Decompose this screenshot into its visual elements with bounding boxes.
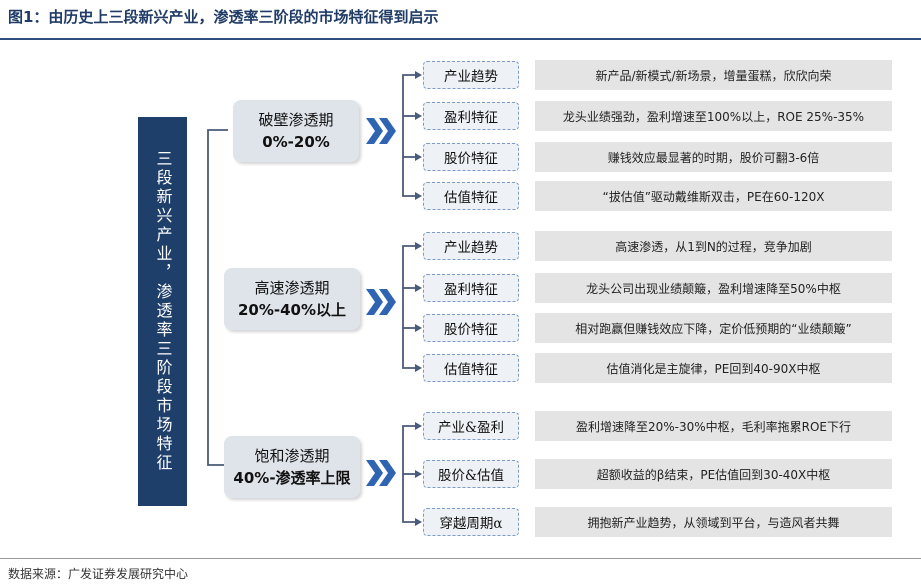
- phase-1-name: 破壁渗透期: [258, 111, 334, 129]
- phase-3-desc-3: 拥抱新产业趋势，从领域到平台，与造风者共舞: [535, 507, 892, 537]
- figure-title: 图1：由历史上三段新兴产业，渗透率三阶段的市场特征得到启示: [8, 8, 439, 26]
- phase-2-desc-4: 估值消化是主旋律，PE回到40-90X中枢: [535, 353, 892, 383]
- phase-1-label-2: 盈利特征: [423, 102, 519, 130]
- arrow-head: [415, 518, 422, 526]
- phase-3-box: 饱和渗透期 40%-渗透率上限: [224, 436, 360, 498]
- arrow-head: [415, 112, 422, 120]
- phase-3-desc-2: 超额收益的β结束，PE估值回到30-40X中枢: [535, 459, 892, 489]
- arrow-head: [415, 470, 422, 478]
- phase-2-name: 高速渗透期: [254, 279, 330, 297]
- arrow-head: [415, 242, 422, 250]
- phase-1-range: 0%-20%: [262, 133, 330, 151]
- phase-2-desc-1: 高速渗透，从1到N的过程，竞争加剧: [535, 231, 892, 261]
- source-rule: [0, 558, 921, 559]
- phase-3-name: 饱和渗透期: [254, 447, 330, 465]
- title-rule: [0, 38, 921, 40]
- phase1-bracket: [402, 74, 415, 197]
- phase-2-label-2: 盈利特征: [423, 274, 519, 302]
- chevron-right-icon: [366, 289, 396, 315]
- chevron-right-icon: [366, 460, 396, 486]
- phase-2-label-1: 产业趋势: [423, 232, 519, 260]
- phase-3-range: 40%-渗透率上限: [233, 469, 351, 487]
- phase-2-label-3: 股价特征: [423, 314, 519, 342]
- phase-1-desc-1: 新产品/新模式/新场景，增量蛋糕，欣欣向荣: [535, 60, 892, 90]
- arrow-head: [415, 153, 422, 161]
- arrow-head: [415, 284, 422, 292]
- phase-1-box: 破壁渗透期 0%-20%: [233, 100, 359, 162]
- phase-3-label-2: 股价&估值: [423, 460, 519, 488]
- phase-2-desc-2: 龙头公司出现业绩颠簸，盈利增速降至50%中枢: [535, 273, 892, 303]
- left-vertical-title-text: 三段新兴产业，渗透率三阶段市场特征: [153, 150, 173, 473]
- phase-2-box: 高速渗透期 20%-40%以上: [224, 268, 360, 330]
- phase-2-range: 20%-40%以上: [237, 301, 347, 319]
- chevron-right-icon: [366, 118, 396, 144]
- phase-1-label-1: 产业趋势: [423, 61, 519, 89]
- arrow-head: [415, 71, 422, 79]
- arrow-head: [415, 324, 422, 332]
- phase-3-label-1: 产业&盈利: [423, 412, 519, 440]
- data-source: 数据来源：广发证券发展研究中心: [8, 567, 189, 581]
- phase-1-label-4: 估值特征: [423, 182, 519, 210]
- arrow-head: [415, 364, 422, 372]
- phase2-bracket: [402, 245, 415, 369]
- phase-1-desc-3: 赚钱效应最显著的时期，股价可翻3-6倍: [535, 142, 892, 172]
- phase-3-label-3: 穿越周期α: [423, 508, 519, 536]
- arrow-head: [415, 192, 422, 200]
- main-bracket: [207, 129, 228, 466]
- arrow-head: [415, 422, 422, 430]
- phase-2-desc-3: 相对跑赢但赚钱效应下降，定价低预期的“业绩颠簸”: [535, 313, 892, 343]
- phase-1-desc-2: 龙头业绩强劲，盈利增速至100%以上，ROE 25%-35%: [535, 101, 892, 131]
- phase-1-desc-4: “拔估值”驱动戴维斯双击，PE在60-120X: [535, 181, 892, 211]
- left-vertical-title: 三段新兴产业，渗透率三阶段市场特征: [138, 117, 187, 506]
- phase-3-desc-1: 盈利增速降至20%-30%中枢，毛利率拖累ROE下行: [535, 411, 892, 441]
- phase-1-label-3: 股价特征: [423, 143, 519, 171]
- phase-2-label-4: 估值特征: [423, 354, 519, 382]
